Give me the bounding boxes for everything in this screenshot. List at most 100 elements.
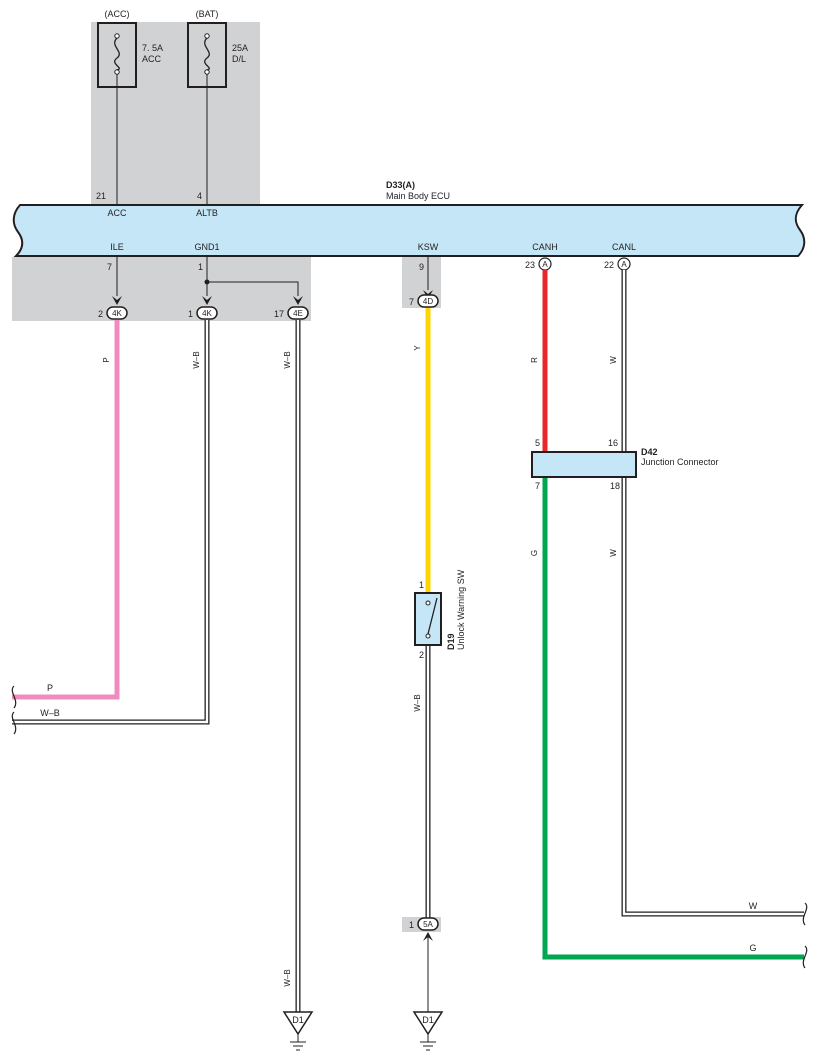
connector-pin: 1 [188, 309, 193, 319]
switch-contact-bottom [425, 633, 431, 639]
wire-canl-lower-inner [622, 478, 804, 916]
connector-pill [196, 306, 218, 320]
fuse-dl-name: D/L [232, 54, 246, 64]
break-mark-left-wb [11, 711, 17, 735]
connector-pin: 1 [409, 920, 414, 930]
ground-triangle [282, 1011, 314, 1036]
wire-label-r: R [530, 357, 539, 363]
ecu-terminal-canl: CANL [612, 242, 636, 252]
connector-pill [287, 306, 309, 320]
fuse-dl-terminal-top [204, 33, 210, 39]
connector-pin: 17 [274, 309, 284, 319]
main-body-ecu [12, 204, 806, 257]
ecu-name: Main Body ECU [386, 191, 450, 201]
connector-4k-gnd1: 4K 1 [188, 306, 218, 320]
wire-gnd1-wb-inner [12, 320, 209, 724]
wire-label-wb-switch: W–B [413, 694, 422, 711]
ground-connector-shade [12, 257, 311, 321]
connector-pill [417, 917, 439, 931]
fuse-acc-element-icon [114, 37, 120, 71]
fuse-acc-rating: 7. 5A [142, 43, 163, 53]
connector-arrow-ile [112, 296, 122, 305]
wire-gnd1-wb-outer [12, 320, 210, 725]
connector-pill [106, 306, 128, 320]
break-mark-right-w [802, 902, 808, 926]
fuse-acc-name: ACC [142, 54, 162, 64]
switch-contact-top [425, 600, 431, 606]
junction-name: Junction Connector [641, 457, 719, 467]
wire-label-wb-4e: W–B [283, 351, 292, 368]
wire-canh-green [542, 478, 804, 960]
ecu-terminal-acc: ACC [107, 208, 127, 218]
wire-label-y: Y [413, 345, 422, 351]
fuse-acc: (ACC) 7. 5A ACC [97, 9, 163, 88]
connector-4d: 4D 7 [409, 294, 439, 308]
ecu-pin-7: 7 [107, 262, 112, 272]
canh-connector-label: A [542, 260, 548, 269]
ground-triangle [412, 1011, 444, 1036]
wire-label-p: P [102, 357, 111, 362]
fuse-acc-source: (ACC) [105, 9, 130, 19]
connector-id: 4K [202, 309, 212, 318]
gnd1-branch-lead [207, 281, 299, 296]
wire-label-wb-gnd1: W–B [192, 351, 201, 368]
unlock-warning-switch: 1 2 D19 Unlock Warning SW [414, 569, 466, 660]
connector-4e: 4E 17 [274, 306, 309, 320]
connector-5a: 5A 1 [409, 917, 439, 941]
junction-id: D42 [641, 447, 658, 457]
junction-pin-16: 16 [608, 438, 618, 448]
fuse-acc-terminal-bottom [114, 69, 120, 75]
wire-label-g-out: G [749, 943, 756, 953]
switch-lever-icon [427, 597, 438, 635]
ecu-terminal-ksw: KSW [418, 242, 439, 252]
connector-pin: 2 [98, 309, 103, 319]
ground-d1-right: D1 [412, 1011, 444, 1051]
ecu-pin-22: 22 [604, 260, 614, 270]
ground-d1-left: D1 [282, 1011, 314, 1051]
switch-pin-1: 1 [419, 580, 424, 590]
connector-arrow-5a [423, 932, 433, 941]
junction-pin-5: 5 [535, 438, 540, 448]
connector-arrow-4e [293, 296, 303, 305]
junction-body [531, 451, 637, 478]
wire-label-p-out: P [47, 683, 53, 693]
break-mark-left-p [11, 685, 17, 709]
connector-arrow-gnd1 [202, 296, 212, 305]
ecu-pin-1: 1 [198, 262, 203, 272]
ecu-terminal-altb: ALTB [196, 208, 218, 218]
ecu-terminal-ile: ILE [110, 242, 124, 252]
wire-label-w: W [609, 356, 618, 364]
switch-name: Unlock Warning SW [456, 569, 466, 650]
wire-label-wb-4e-lower: W–B [283, 969, 292, 986]
junction-pin-7: 7 [535, 481, 540, 491]
wire-label-g: G [530, 550, 539, 556]
connector-id: 4K [112, 309, 122, 318]
switch-pin-2: 2 [419, 650, 424, 660]
connector-4k-ile: 4K 2 [98, 306, 128, 320]
ecu-pin-9: 9 [419, 262, 424, 272]
ecu-terminal-canh: CANH [532, 242, 558, 252]
connector-id: 4D [423, 297, 433, 306]
ground-label: D1 [422, 1015, 434, 1025]
wire-label-w-lower: W [609, 549, 618, 557]
canl-connector-label: A [621, 260, 627, 269]
wire-ile-pink [12, 320, 120, 700]
ecu-pin-21: 21 [96, 191, 106, 201]
fuse-dl-terminal-bottom [204, 69, 210, 75]
fuse-dl-source: (BAT) [196, 9, 219, 19]
wire-canl-lower-outer [621, 478, 804, 917]
junction-pin-18: 18 [610, 481, 620, 491]
ecu-pin-4: 4 [197, 191, 202, 201]
ecu-pin-23: 23 [525, 260, 535, 270]
ecu-id: D33(A) [386, 180, 415, 190]
wire-label-wb-out: W–B [40, 708, 60, 718]
fuse-dl-element-icon [204, 37, 210, 71]
connector-id: 5A [423, 920, 433, 929]
junction-connector: 5 16 7 18 D42 Junction Connector [531, 438, 719, 491]
connector-id: 4E [293, 309, 303, 318]
wire-label-w-out: W [749, 901, 758, 911]
ground-label: D1 [292, 1015, 304, 1025]
ecu-terminal-gnd1: GND1 [194, 242, 219, 252]
break-mark-right-g [802, 945, 808, 969]
